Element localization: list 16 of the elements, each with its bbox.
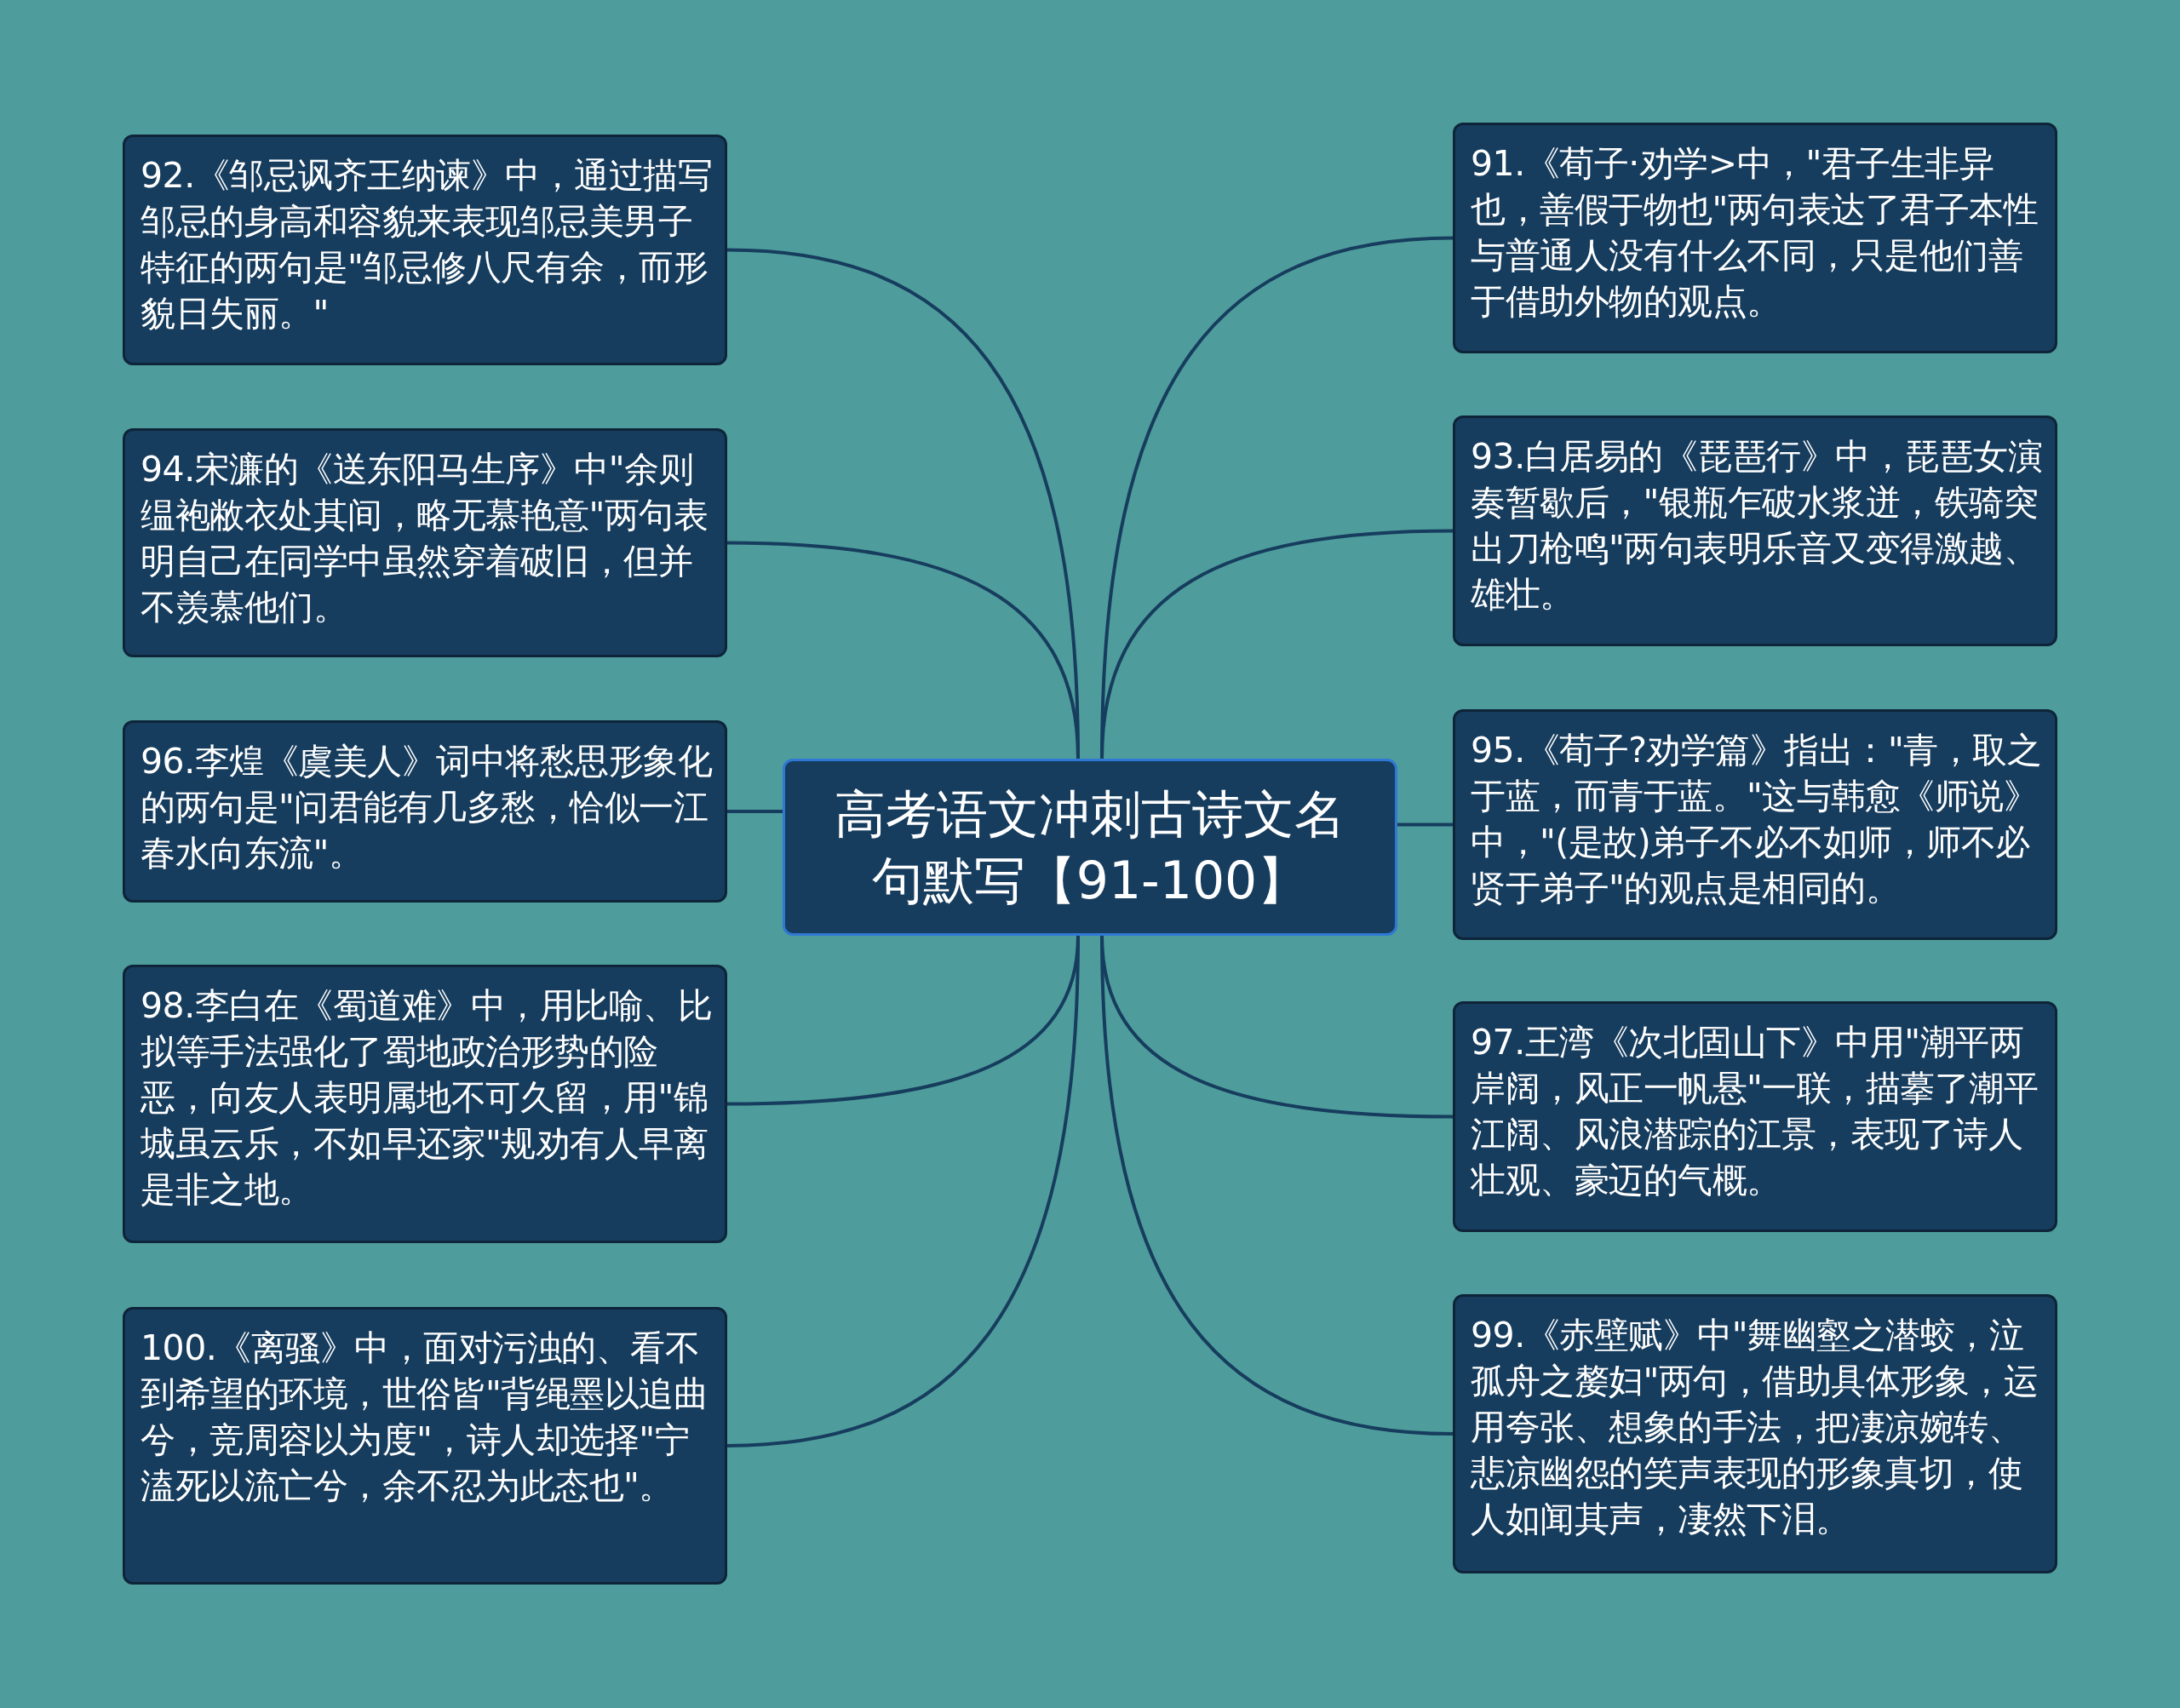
connector-line bbox=[1397, 822, 1453, 827]
connector-line bbox=[726, 541, 1080, 759]
topic-box: 95.《荀子?劝学篇》指出："青，取之于蓝，而青于蓝。"这与韩愈《师说》中，"(是故)弟子不必不如师，师不必贤于弟子"的观点是相同的。 bbox=[1453, 709, 2057, 940]
topic-box: 100.《离骚》中，面对污浊的、看不到希望的环境，世俗皆"背绳墨以追曲兮，竞周容以为度"，诗人却选择"宁溘死以流亡兮，余不忍为此态也"。 bbox=[123, 1307, 727, 1585]
topic-box: 92.《邹忌讽齐王纳谏》中，通过描写邹忌的身高和容貌来表现邹忌美男子特征的两句是"邹忌修八尺有余，而形貌日失丽。" bbox=[123, 135, 727, 365]
connector-line bbox=[1100, 935, 1454, 1436]
topic-box: 91.《荀子·劝学>中，"君子生非异也，善假于物也"两句表达了君子本性与普通人没有什么不同，只是他们善于借助外物的观点。 bbox=[1453, 123, 2057, 353]
connector-line bbox=[726, 935, 1080, 1447]
topic-box: 93.白居易的《琵琶行》中，琵琶女演奏暂歇后，"银瓶乍破水浆迸，铁骑突出刀枪鸣"两句表明乐音又变得激越、雄壮。 bbox=[1453, 416, 2057, 646]
topic-box: 94.宋濂的《送东阳马生序》中"余则缊袍敝衣处其间，略无慕艳意"两句表明自己在同学中虽然穿着破旧，但并不羡慕他们。 bbox=[123, 428, 727, 657]
topic-box: 96.李煌《虞美人》词中将愁思形象化的两句是"问君能有几多愁，恰似一江春水向东流"。 bbox=[123, 720, 727, 903]
connector-line bbox=[727, 810, 783, 813]
central-topic-box: 高考语文冲刺古诗文名句默写【91-100】 bbox=[783, 759, 1397, 936]
topic-box: 98.李白在《蜀道难》中，用比喻、比拟等手法强化了蜀地政治形势的险恶，向友人表明属地不可久留，用"锦城虽云乐，不如早还家"规劝有人早离是非之地。 bbox=[123, 965, 727, 1243]
topic-box: 97.王湾《次北固山下》中用"潮平两岸阔，风正一帆悬"一联，描摹了潮平江阔、风浪潜踪的江景，表现了诗人壮观、豪迈的气概。 bbox=[1453, 1001, 2057, 1232]
topic-box: 99.《赤壁赋》中"舞幽壑之潜蛟，泣孤舟之嫠妇"两句，借助具体形象，运用夸张、想象的手法，把凄凉婉转、悲凉幽怨的笑声表现的形象真切，使人如闻其声，凄然下泪。 bbox=[1453, 1294, 2057, 1573]
